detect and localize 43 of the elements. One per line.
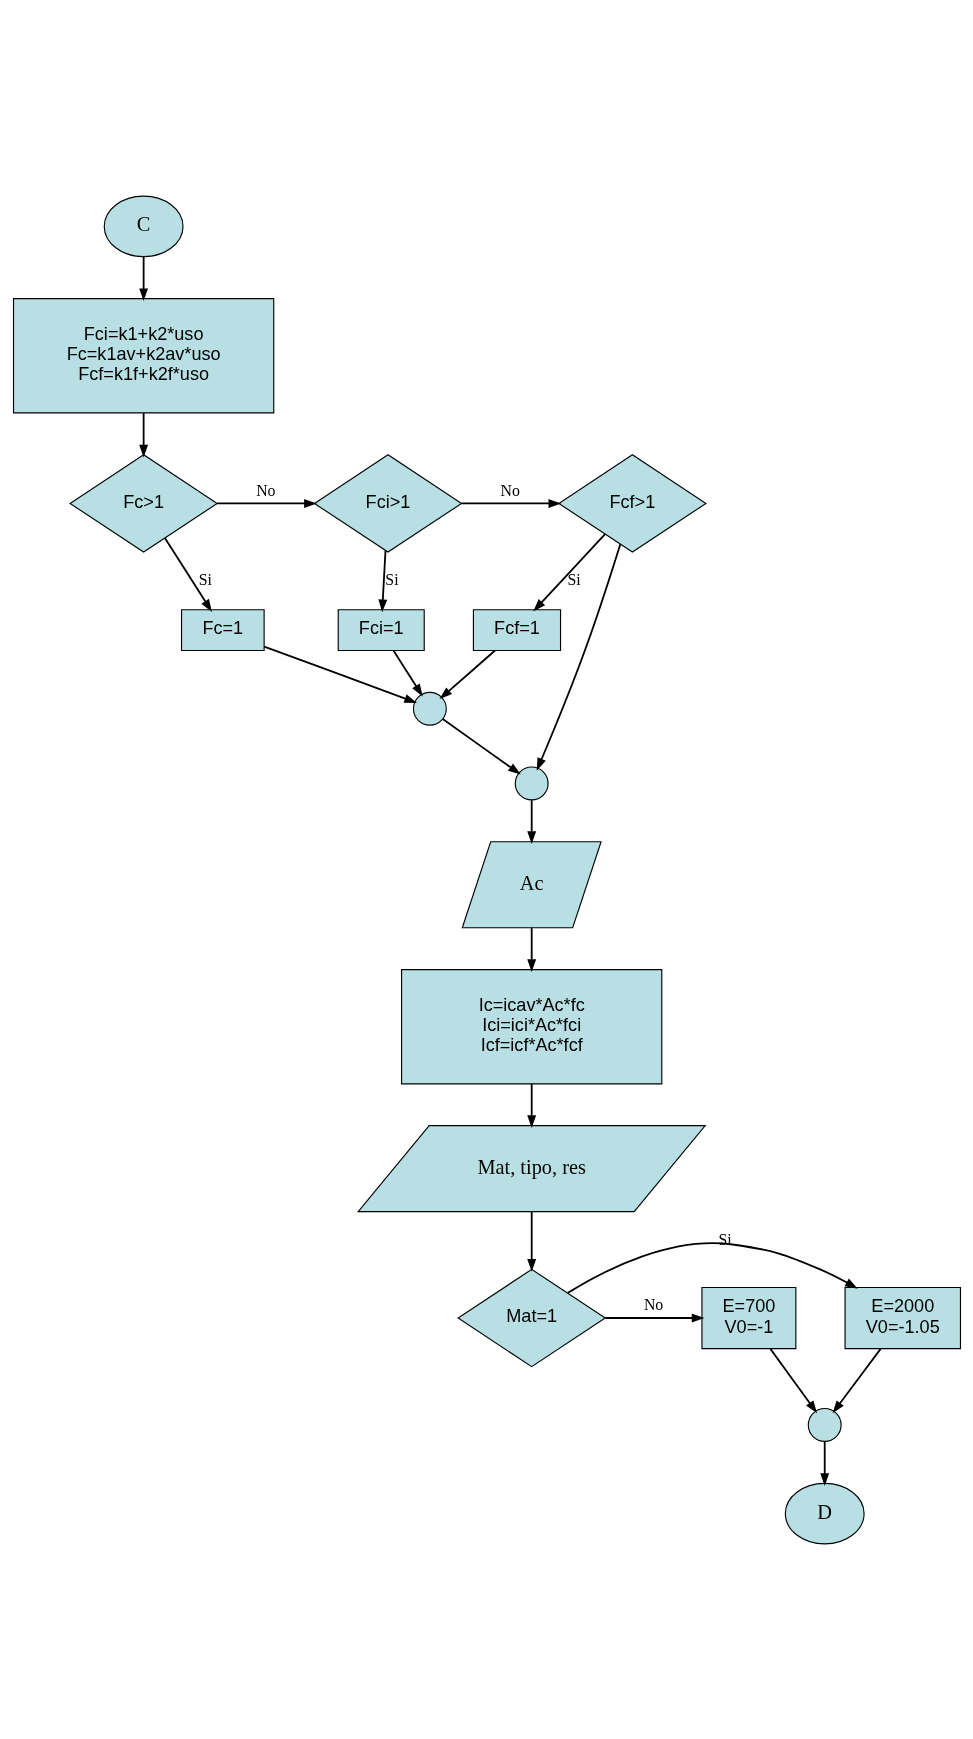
edge-label: Si (198, 570, 212, 588)
arrow (215, 498, 317, 508)
node-circle (412, 691, 447, 726)
arrow (769, 1347, 817, 1413)
arrow (392, 649, 423, 696)
node-box: E=700 V0=-1 (700, 1286, 796, 1349)
arrow (536, 542, 621, 771)
arrow (603, 1313, 704, 1322)
node-diamond: Mat=1 (456, 1268, 606, 1367)
node-circle (514, 766, 549, 800)
arrow (819, 1440, 829, 1486)
node-ellipse: D (784, 1482, 865, 1544)
node-box: E=2000 V0=-1.05 (844, 1286, 961, 1349)
arrow (532, 532, 606, 611)
arrow (566, 1241, 858, 1294)
arrow (439, 649, 496, 699)
arrow (163, 536, 212, 612)
arrow (526, 1210, 536, 1272)
arrow (138, 255, 148, 301)
node-box: Fc=1 (180, 608, 265, 651)
node-box: Fcf=1 (472, 608, 561, 651)
edge-label: No (500, 481, 520, 499)
arrow (441, 717, 521, 775)
arrow (377, 549, 387, 612)
edge-label: No (255, 481, 275, 499)
node-box: Ic=icav*Ac*fc Ici=ici*Ac*fci Icf=icf*Ac*fcf (400, 968, 662, 1084)
arrow (526, 926, 536, 972)
arrow (138, 411, 148, 457)
arrow (526, 1082, 536, 1128)
node-box: Fci=1 (337, 608, 425, 651)
node-circle (807, 1407, 842, 1442)
edge-label: Si (567, 570, 581, 588)
edge-label: Si (384, 570, 399, 588)
arrow (832, 1347, 881, 1413)
edge-label: No (643, 1295, 663, 1313)
node-diamond: Fci>1 (312, 453, 463, 553)
node-ellipse: C (103, 195, 184, 257)
arrow (262, 645, 417, 703)
node-diamond: Fcf>1 (557, 453, 707, 553)
node-box: Fci=k1+k2*uso Fc=k1av+k2av*uso Fcf=k1f+k2f*uso (12, 297, 274, 413)
node-diamond: Fc>1 (68, 453, 218, 553)
arrow (460, 498, 561, 508)
arrow (526, 798, 536, 844)
